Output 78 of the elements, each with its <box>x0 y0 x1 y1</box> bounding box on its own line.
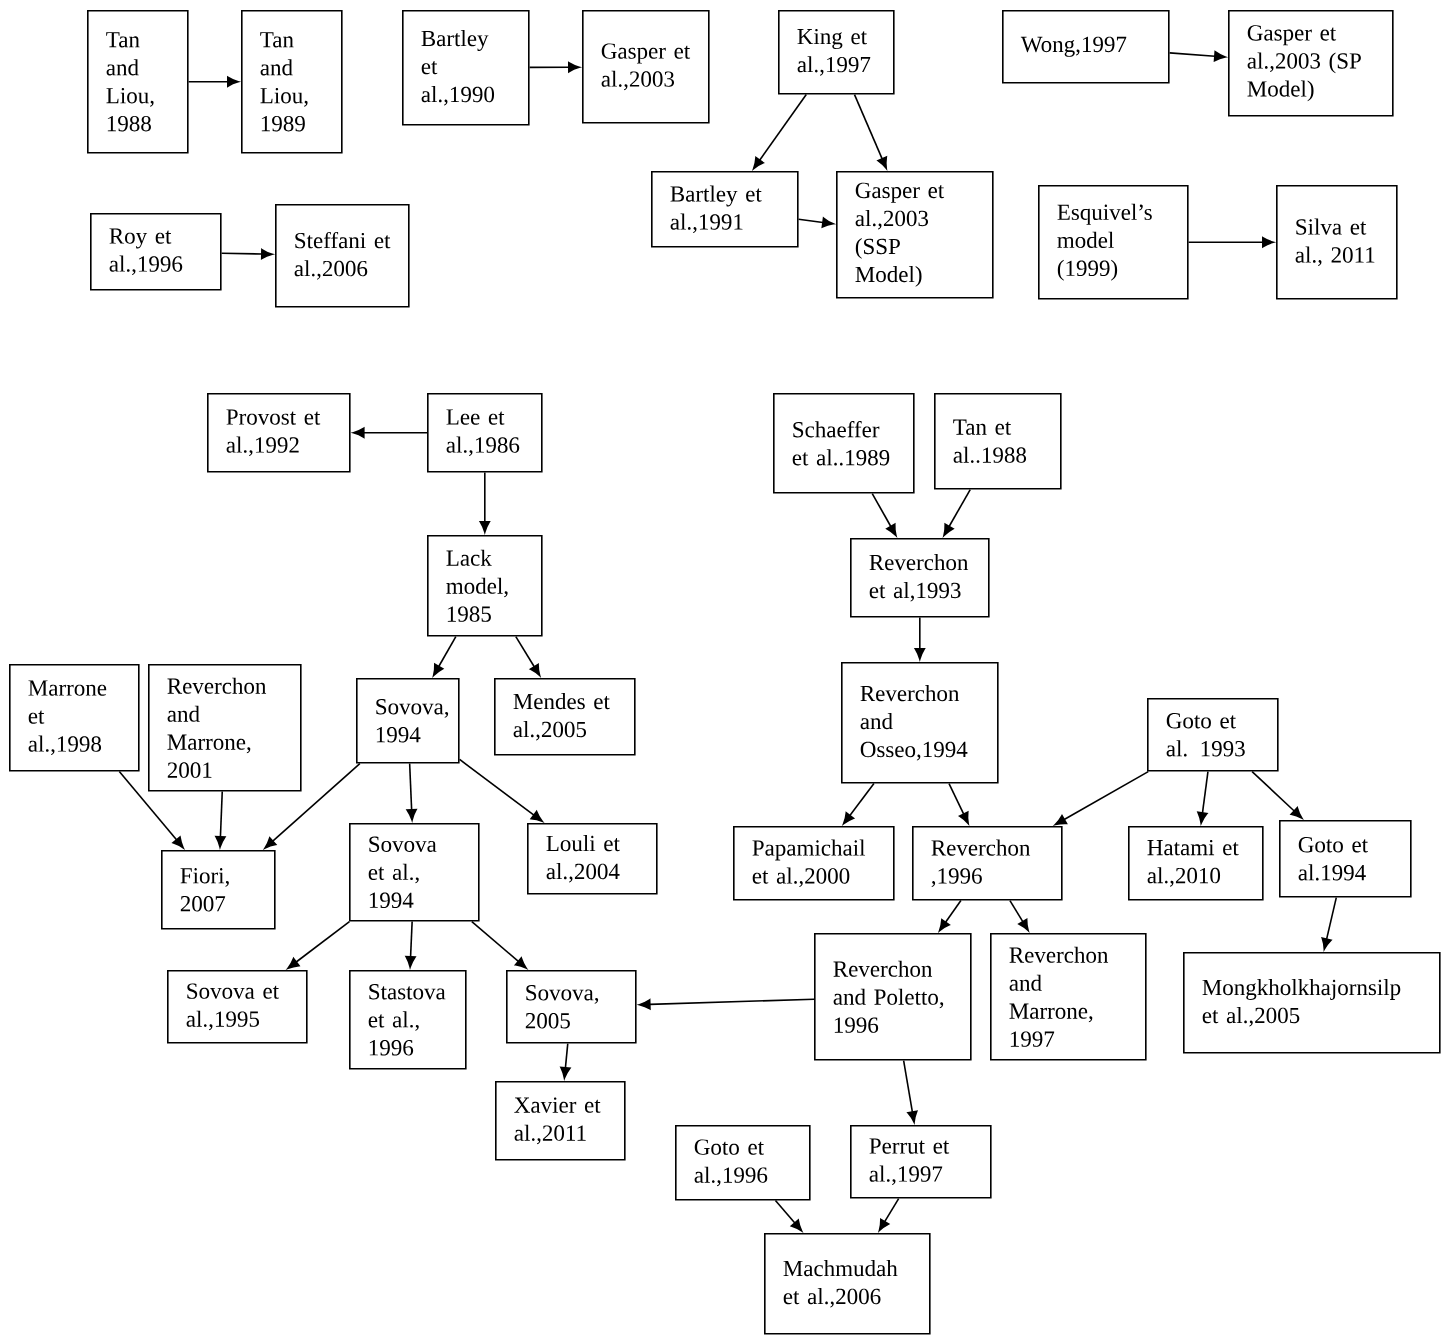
citation-box: Reverchon et al,1993 <box>850 538 990 618</box>
arrow <box>853 93 888 170</box>
arrow <box>948 782 969 825</box>
citation-box: Marrone et al.,1998 <box>9 664 140 772</box>
citation-box: Provost et al.,1992 <box>207 392 351 473</box>
arrow <box>871 492 897 537</box>
citation-box: King et al.,1997 <box>778 9 895 95</box>
citation-box: Goto et al.1994 <box>1279 820 1412 898</box>
citation-box: Tan and Liou, 1989 <box>241 9 343 154</box>
citation-box: Sovova, 1994 <box>356 678 460 764</box>
arrow <box>943 488 971 537</box>
arrow <box>1321 896 1338 950</box>
arrow <box>914 616 926 660</box>
citation-box: Papamichail et al.,2000 <box>733 826 895 901</box>
arrow <box>1054 770 1150 826</box>
citation-box: Goto et al.,1996 <box>675 1125 811 1201</box>
citation-box: Hatami et al.,2010 <box>1128 826 1264 901</box>
citation-box: Sovova, 2005 <box>506 970 637 1044</box>
arrow <box>938 899 962 932</box>
arrow <box>774 1199 803 1232</box>
arrow <box>287 920 351 969</box>
citation-box: Machmudah et al.,2006 <box>764 1233 931 1335</box>
arrow <box>638 998 815 1010</box>
citation-box: Reverchon ,1996 <box>912 826 1063 901</box>
arrow <box>220 248 273 260</box>
citation-box: Lack model, 1985 <box>427 535 543 637</box>
arrow <box>432 635 457 677</box>
arrow <box>458 758 543 823</box>
citation-box: Gasper et al.,2003 <box>582 9 710 124</box>
citation-box: Schaeffer et al..1989 <box>773 392 915 494</box>
citation-box: Reverchon and Marrone, 1997 <box>990 933 1147 1061</box>
arrow <box>215 790 226 848</box>
citation-box: Fiori, 2007 <box>161 850 276 930</box>
citation-box: Mongkholkhajornsilp et al.,2005 <box>1183 952 1441 1054</box>
arrow <box>752 93 808 170</box>
arrow <box>1168 50 1226 62</box>
citation-box: Perrut et al.,1997 <box>850 1125 992 1199</box>
citation-box: Tan and Liou, 1988 <box>87 9 189 154</box>
citation-box: Mendes et al.,2005 <box>494 678 636 756</box>
citation-box: Goto et al. 1993 <box>1147 698 1279 772</box>
arrow <box>187 76 239 88</box>
arrow <box>560 1042 571 1079</box>
citation-box: Bartley et al.,1991 <box>651 170 799 248</box>
citation-box: Lee et al.,1986 <box>427 392 543 473</box>
arrow <box>842 782 875 825</box>
citation-box: Gasper et al.,2003 (SSP Model) <box>836 170 994 299</box>
arrow <box>878 1197 900 1232</box>
arrow <box>479 471 491 533</box>
arrow <box>1187 236 1274 248</box>
arrow <box>471 920 527 969</box>
citation-box: Tan et al..1988 <box>934 392 1062 490</box>
arrow <box>352 427 428 439</box>
citation-box: Sovova et al.,1995 <box>167 970 308 1044</box>
arrow <box>1009 899 1029 932</box>
citation-box: Reverchon and Osseo,1994 <box>841 662 999 784</box>
arrow <box>1251 770 1303 819</box>
arrow <box>797 217 834 228</box>
citation-box: Reverchon and Marrone, 2001 <box>148 664 302 792</box>
arrow <box>405 920 416 968</box>
arrow <box>528 61 580 73</box>
citation-box: Bartley et al.,1990 <box>402 9 530 126</box>
citation-box: Esquivel’s model (1999) <box>1038 185 1189 300</box>
citation-box: Roy et al.,1996 <box>90 212 222 291</box>
arrow <box>264 762 361 849</box>
citation-box: Reverchon and Poletto, 1996 <box>814 933 972 1061</box>
arrow <box>118 770 184 849</box>
citation-box: Steffani et al.,2006 <box>275 203 410 308</box>
citation-box: Gasper et al.,2003 (SP Model) <box>1228 9 1394 117</box>
arrow <box>515 635 541 677</box>
citation-box: Wong,1997 <box>1002 9 1170 84</box>
arrow <box>902 1059 918 1123</box>
citation-box: Stastova et al., 1996 <box>349 970 467 1070</box>
citation-box: Sovova et al., 1994 <box>349 823 480 922</box>
arrow <box>406 762 417 821</box>
arrow <box>1197 770 1209 824</box>
citation-box: Louli et al.,2004 <box>527 823 658 895</box>
citation-box: Xavier et al.,2011 <box>495 1081 626 1161</box>
citation-box: Silva et al., 2011 <box>1276 185 1398 300</box>
